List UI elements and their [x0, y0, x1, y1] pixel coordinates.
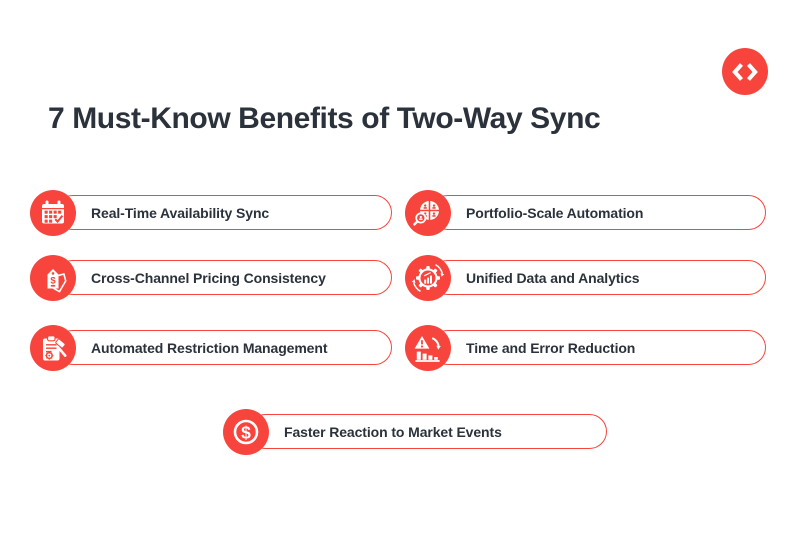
benefit-pill: Unified Data and Analytics: [430, 260, 766, 295]
benefit-pill: Real-Time Availability Sync: [55, 195, 392, 230]
gear-analytics-icon: [405, 255, 451, 301]
benefit-label: Automated Restriction Management: [91, 339, 328, 356]
benefit-item: Unified Data and Analytics: [405, 255, 766, 301]
benefit-pill: Automated Restriction Management: [55, 330, 392, 365]
benefit-item: Faster Reaction to Market Events $: [223, 409, 607, 455]
benefit-item: Time and Error Reduction: [405, 325, 766, 371]
page-title: 7 Must-Know Benefits of Two-Way Sync: [48, 102, 601, 135]
svg-text:$: $: [241, 422, 251, 442]
benefit-label: Real-Time Availability Sync: [91, 204, 270, 221]
benefit-pill: Cross-Channel Pricing Consistency: [55, 260, 392, 295]
clipboard-gavel-icon: [30, 325, 76, 371]
benefit-label: Cross-Channel Pricing Consistency: [91, 269, 326, 286]
brand-logo: [722, 48, 768, 95]
benefit-label: Time and Error Reduction: [466, 339, 636, 356]
benefit-pill: Faster Reaction to Market Events: [248, 414, 607, 449]
calendar-check-icon: [30, 190, 76, 236]
benefit-label: Portfolio-Scale Automation: [466, 204, 644, 221]
benefit-item: Automated Restriction Management: [30, 325, 392, 371]
warning-chart-icon: [405, 325, 451, 371]
portfolio-magnifier-icon: [405, 190, 451, 236]
benefit-pill: Portfolio-Scale Automation: [430, 195, 766, 230]
benefit-label: Faster Reaction to Market Events: [284, 423, 502, 440]
benefit-item: Portfolio-Scale Automation: [405, 190, 766, 236]
benefit-label: Unified Data and Analytics: [466, 269, 640, 286]
benefit-item: Cross-Channel Pricing Consistency $: [30, 255, 392, 301]
benefit-item: Real-Time Availability Sync: [30, 190, 392, 236]
price-tags-icon: $: [30, 255, 76, 301]
dollar-coin-icon: $: [223, 409, 269, 455]
code-brackets-icon: [732, 62, 758, 81]
svg-text:$: $: [50, 275, 56, 286]
benefit-pill: Time and Error Reduction: [430, 330, 766, 365]
